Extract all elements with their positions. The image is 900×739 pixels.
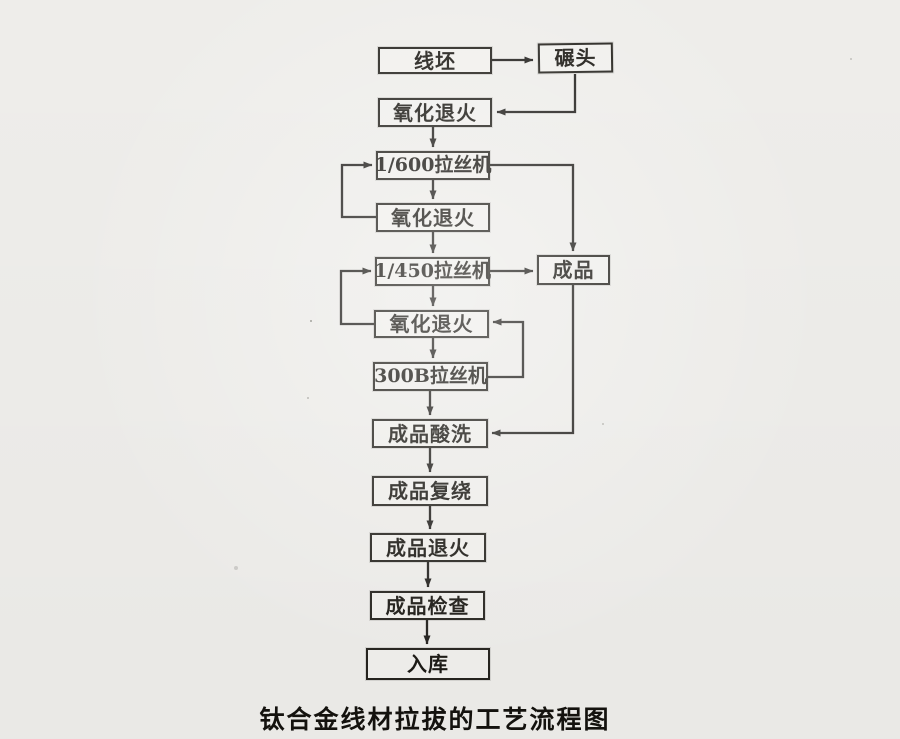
node-oxidation-anneal-1: 氧化退火 [378,98,492,127]
node-product-inspection: 成品检查 [370,591,485,620]
node-product-annealing: 成品退火 [370,533,486,562]
node-product-rewinding: 成品复绕 [372,476,488,506]
node-oxidation-anneal-2: 氧化退火 [376,203,490,232]
node-product-pickling: 成品酸洗 [372,419,488,448]
node-finished-product: 成品 [537,255,610,285]
scan-speckles [310,320,312,322]
diagram-caption: 钛合金线材拉拔的工艺流程图 [259,705,611,734]
node-oxidation-anneal-3: 氧化退火 [374,310,489,338]
node-roll-head: 碾头 [537,42,614,74]
node-drawing-machine-1-450: 1/450拉丝机 [374,257,491,286]
node-warehousing: 入库 [366,648,490,680]
node-drawing-machine-1-600: 1/600拉丝机 [375,151,491,180]
node-drawing-machine-300B: 300B拉丝机 [373,362,488,391]
node-wire-billet: 线坯 [378,47,492,74]
